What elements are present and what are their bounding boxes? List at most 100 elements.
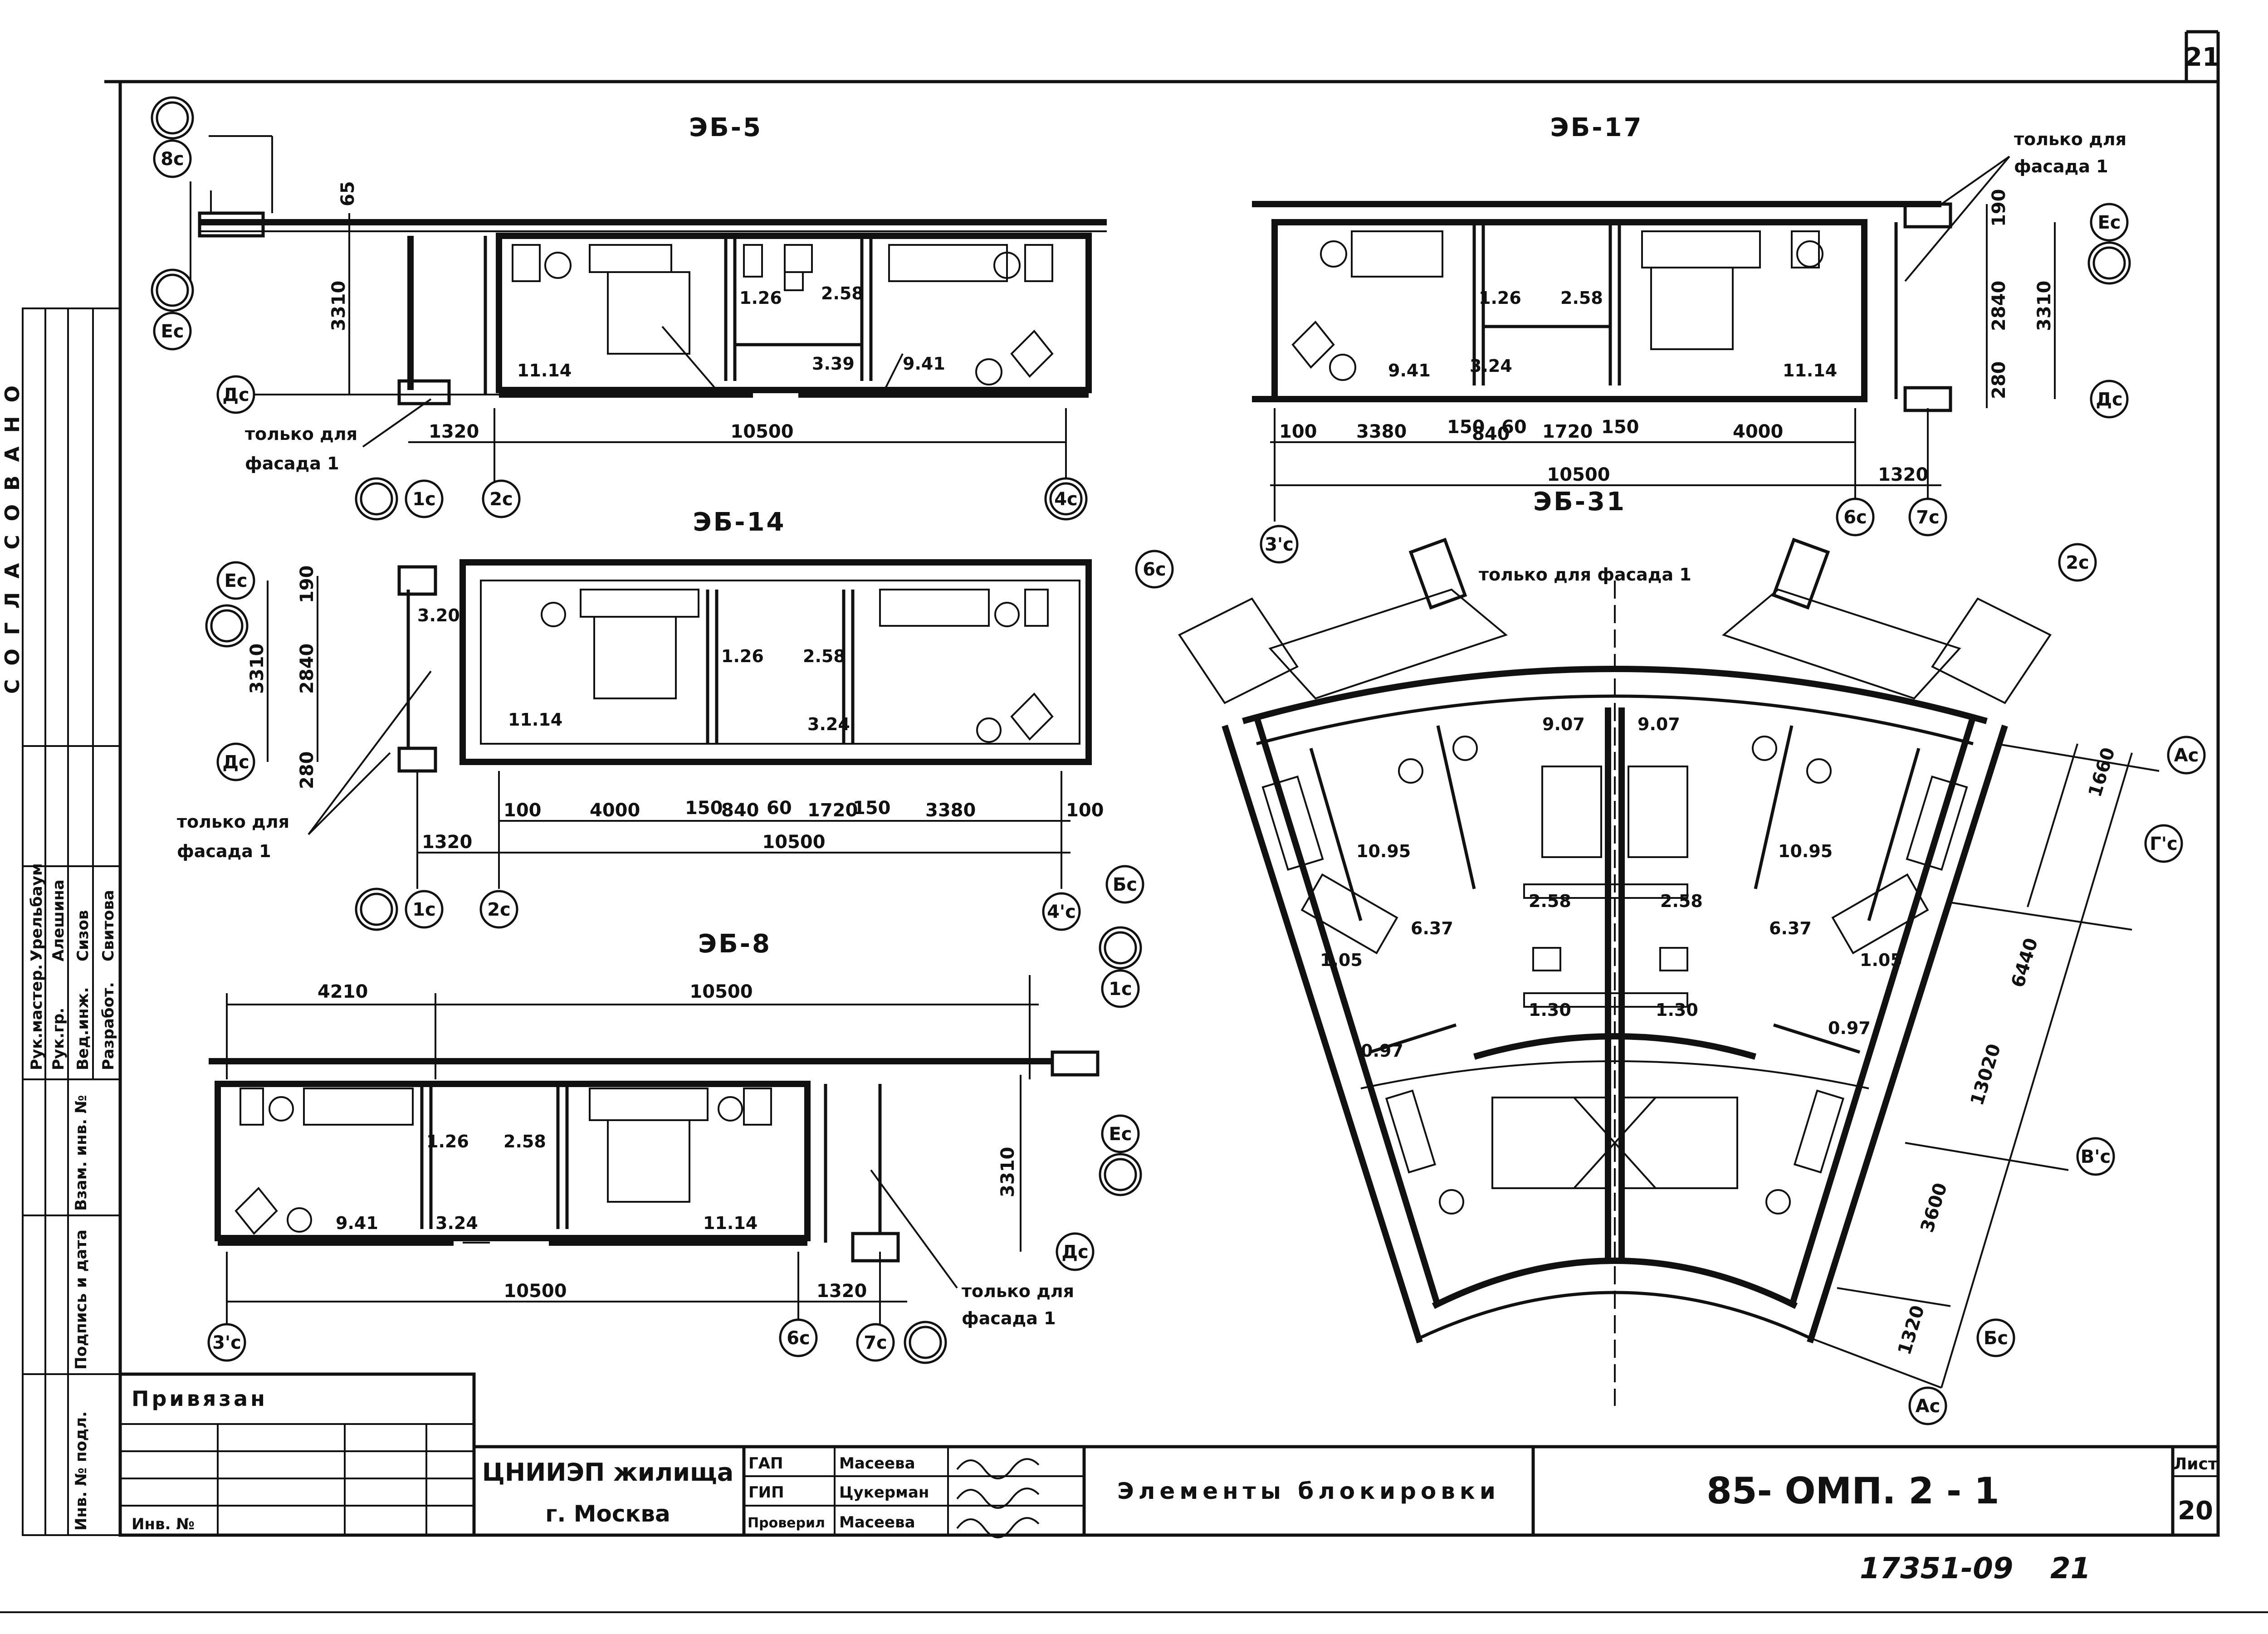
eb31-room-7: 6.37 xyxy=(1411,918,1453,938)
eb31-room-2: 9.07 xyxy=(1637,714,1680,734)
eb8-room-1: 9.41 xyxy=(336,1213,378,1233)
eb14-dim-1: 190 xyxy=(297,566,318,604)
stamp-name-2: Алешина xyxy=(49,879,68,961)
stamp-role-4: Разработ. xyxy=(99,982,117,1070)
eb5-room-2: 1.26 xyxy=(739,288,782,308)
plan-eb14: ЭБ-14 3.20 11.14 1.26 2.58 3.24 190 2840… xyxy=(177,507,1144,931)
eb31-axis-4: Г'с xyxy=(2150,834,2177,854)
eb17-dim-11: 150 xyxy=(1601,417,1639,438)
eb5-note-1: только для xyxy=(245,424,357,444)
eb17-dim-1: 190 xyxy=(1989,189,2009,227)
eb17-dim-5: 100 xyxy=(1279,421,1317,442)
archive-suffix: 21 xyxy=(2050,1552,2091,1585)
left-stamp: СОГЛАСОВАНО Рук.мастер. Урельбаум Рук.гр… xyxy=(1,307,121,1536)
eb17-axis-5: 7с xyxy=(1916,507,1940,528)
eb8-axis-2: Ес xyxy=(1109,1124,1132,1145)
eb14-axis-2: Дс xyxy=(222,752,249,773)
eb31-axis-1: 6с xyxy=(1143,559,1166,580)
eb8-axis-6: 7с xyxy=(864,1332,887,1353)
eb14-axis-5: 4'с xyxy=(1047,902,1076,922)
eb17-axis-2: Дс xyxy=(2096,389,2122,410)
eb31-dim-5: 1320 xyxy=(1894,1303,1929,1357)
eb8-room-3: 1.26 xyxy=(426,1132,469,1151)
eb14-dim-7: 150 xyxy=(685,798,723,819)
eb14-note-1: только для xyxy=(177,812,289,832)
plan-eb31: ЭБ-31 только для фасада 1 xyxy=(1135,487,2206,1425)
organization: ЦНИИЭП жилища xyxy=(482,1458,733,1487)
drawing-code: 85- ОМП. 2 - 1 xyxy=(1706,1470,1999,1512)
eb17-dim-8: 840 xyxy=(1472,424,1510,444)
eb8-dim-5: 1320 xyxy=(816,1281,867,1302)
eb31-dim-2: 6440 xyxy=(2008,936,2043,990)
eb31-room-11: 1.30 xyxy=(1529,1000,1571,1020)
eb14-dim-6: 4000 xyxy=(590,800,640,821)
eb14-room-2: 11.14 xyxy=(508,710,562,730)
eb14-dim-15: 10500 xyxy=(762,832,825,853)
eb5-axis-2: Ес xyxy=(161,321,184,342)
stamp-field-replace: Взам. инв. № xyxy=(72,1095,90,1211)
eb5-note-2: фасада 1 xyxy=(245,454,339,473)
stamp-name-4: Свитова xyxy=(99,890,117,961)
plan-eb5: ЭБ-5 11.14 1.26 xyxy=(151,96,1107,521)
eb17-room-1: 9.41 xyxy=(1388,361,1431,380)
tb-role-1: ГАП xyxy=(748,1454,783,1473)
eb17-dim-6: 3380 xyxy=(1356,421,1407,442)
eb31-room-1: 9.07 xyxy=(1542,714,1585,734)
eb31-axis-2: 2с xyxy=(2066,552,2089,573)
eb17-axis-3: 3'с xyxy=(1265,534,1294,555)
eb8-note-1: только для xyxy=(962,1281,1074,1301)
eb31-room-5: 2.58 xyxy=(1529,891,1571,911)
eb14-dim-14: 1320 xyxy=(422,832,472,853)
eb17-axis-4: 6с xyxy=(1843,507,1867,528)
tb-name-2: Цукерман xyxy=(839,1483,929,1502)
stamp-field-sign: Подпись и дата xyxy=(72,1229,90,1370)
eb31-room-14: 0.97 xyxy=(1828,1018,1871,1038)
eb5-axis-4: 1с xyxy=(412,489,436,510)
eb14-dim-10: 1720 xyxy=(807,800,858,821)
eb31-room-4: 10.95 xyxy=(1778,841,1833,861)
eb31-dim-4: 3600 xyxy=(1917,1180,1952,1235)
plan-eb14-title: ЭБ-14 xyxy=(693,507,786,537)
eb8-room-2: 3.24 xyxy=(435,1213,478,1233)
eb8-room-5: 11.14 xyxy=(703,1213,758,1233)
eb5-dim-2: 3310 xyxy=(328,281,349,331)
eb17-room-5: 11.14 xyxy=(1783,361,1837,380)
eb17-dim-7: 150 xyxy=(1447,417,1485,438)
eb14-dim-13: 100 xyxy=(1066,800,1104,821)
eb5-room-3: 2.58 xyxy=(821,283,864,303)
eb14-note-2: фасада 1 xyxy=(177,841,271,861)
archive-number: 17351-09 xyxy=(1860,1552,2013,1585)
title-block: Привязан Инв. № ЦНИИЭП жилища г. Москва … xyxy=(118,1372,2220,1585)
eb14-dim-9: 60 xyxy=(767,798,792,819)
eb8-dim-4: 10500 xyxy=(503,1281,567,1302)
plan-eb8: ЭБ-8 9.41 3.24 1.26 2.58 11.14 4210 1 xyxy=(207,926,1142,1364)
eb8-axis-5: 6с xyxy=(787,1328,810,1349)
eb31-axis-6: Бс xyxy=(1984,1328,2008,1349)
eb14-axis-6: Бс xyxy=(1113,874,1137,895)
stamp-name-3: Сизов xyxy=(74,910,92,961)
tb-name-1: Масеева xyxy=(839,1454,915,1473)
eb31-axis-3: Ас xyxy=(2174,745,2199,766)
eb14-axis-1: Ес xyxy=(224,571,247,591)
eb17-dim-13: 10500 xyxy=(1547,464,1610,485)
eb17-note-1: только для xyxy=(2014,129,2126,149)
eb17-dim-4: 280 xyxy=(1989,361,2009,400)
eb5-axis-1: 8с xyxy=(161,149,184,170)
stamp-field-inv: Инв. № подл. xyxy=(72,1411,90,1531)
eb14-room-5: 3.24 xyxy=(807,714,850,734)
eb17-dim-2: 2840 xyxy=(1989,281,2009,331)
page-number-top: 21 xyxy=(2185,43,2220,72)
eb14-dim-5: 100 xyxy=(503,800,542,821)
eb31-room-13: 0.97 xyxy=(1361,1041,1403,1061)
eb17-dim-10: 1720 xyxy=(1542,421,1593,442)
city: г. Москва xyxy=(545,1501,670,1527)
eb31-room-3: 10.95 xyxy=(1356,841,1411,861)
eb8-dim-3: 3310 xyxy=(997,1147,1018,1197)
eb5-axis-5: 2с xyxy=(489,489,513,510)
eb17-dim-12: 4000 xyxy=(1733,421,1783,442)
eb31-axis-7: Ас xyxy=(1916,1396,1941,1417)
eb17-room-3: 1.26 xyxy=(1479,288,1521,308)
eb5-axis-6: 4с xyxy=(1054,489,1078,510)
plan-eb17: ЭБ-17 9.41 3.24 1.26 2.58 11.14 190 2840… xyxy=(1252,113,2131,564)
